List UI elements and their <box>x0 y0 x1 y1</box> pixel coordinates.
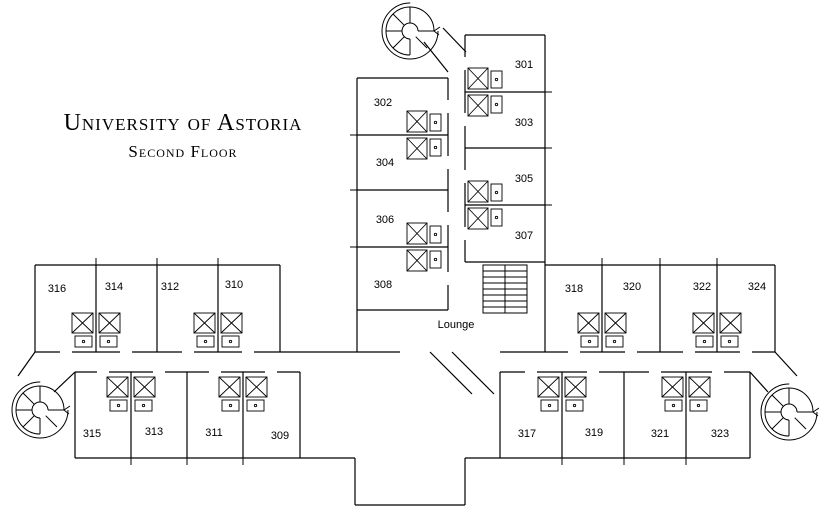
room-label-309: 309 <box>271 430 289 442</box>
room-label-304: 304 <box>376 157 394 169</box>
west-wing-walls <box>34 264 301 459</box>
room-label-305: 305 <box>515 173 533 185</box>
room-labels: 301 302 303 304 305 306 307 308 316 314 … <box>48 59 766 442</box>
page-title: University of Astoria <box>63 110 303 136</box>
room-label-322: 322 <box>693 281 711 293</box>
room-label-308: 308 <box>374 279 392 291</box>
north-wing-walls <box>356 27 546 352</box>
spiral-staircases <box>11 2 819 441</box>
lounge-walls <box>280 351 545 395</box>
room-label-314: 314 <box>105 281 123 293</box>
walls <box>17 27 798 506</box>
entrance-vestibule-walls <box>300 457 500 506</box>
room-label-318: 318 <box>565 283 583 295</box>
room-label-324: 324 <box>748 281 766 293</box>
room-label-306: 306 <box>376 214 394 226</box>
furniture <box>71 67 742 412</box>
main-staircase-icon <box>482 264 528 314</box>
spiral-staircase-left-enclosure <box>11 381 69 439</box>
stair-corridor-walls <box>17 351 798 393</box>
room-label-317: 317 <box>518 428 536 440</box>
spiral-staircase-right-enclosure <box>760 383 818 441</box>
room-label-316: 316 <box>48 283 66 295</box>
room-label-323: 323 <box>711 428 729 440</box>
room-label-313: 313 <box>145 426 163 438</box>
room-label-321: 321 <box>651 428 669 440</box>
room-label-302: 302 <box>374 97 392 109</box>
lounge-label: Lounge <box>438 319 475 331</box>
title-block: University of Astoria Second Floor <box>58 110 308 162</box>
room-label-312: 312 <box>161 281 179 293</box>
room-label-319: 319 <box>585 427 603 439</box>
page-subtitle: Second Floor <box>128 142 238 162</box>
room-label-307: 307 <box>515 230 533 242</box>
east-wing-walls <box>499 264 776 459</box>
room-label-315: 315 <box>83 428 101 440</box>
room-label-320: 320 <box>623 281 641 293</box>
room-label-301: 301 <box>515 59 533 71</box>
room-label-303: 303 <box>515 117 533 129</box>
window-ticks <box>95 91 718 465</box>
spiral-staircase-top-enclosure <box>381 2 439 60</box>
room-label-310: 310 <box>225 279 243 291</box>
room-label-311: 311 <box>205 427 223 439</box>
